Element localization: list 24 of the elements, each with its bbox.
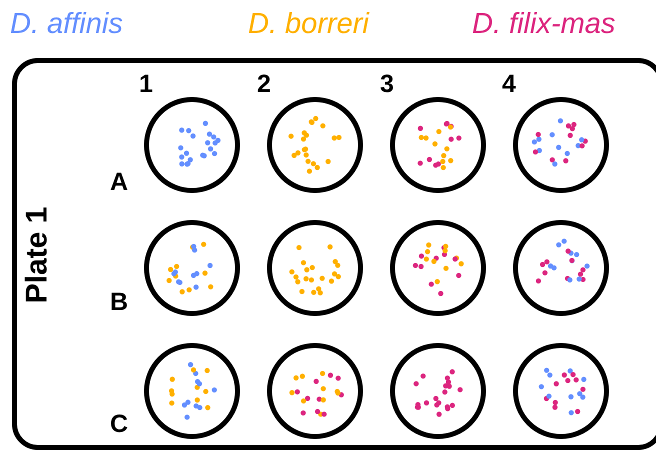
well-circle — [267, 343, 363, 439]
well-circle — [144, 220, 240, 316]
legend-text: D. filix-mas — [472, 10, 616, 39]
plate-outline — [12, 58, 656, 450]
row-letter: A — [110, 170, 128, 195]
well-circle — [267, 97, 363, 193]
column-number: 3 — [380, 72, 394, 97]
plate-label: Plate 1 — [22, 206, 52, 304]
legend-text: D. borreri — [248, 10, 369, 39]
row-letter: B — [110, 290, 128, 315]
well-circle — [513, 97, 609, 193]
well-circle — [144, 97, 240, 193]
column-number: 2 — [257, 72, 271, 97]
well-circle — [390, 343, 486, 439]
well-circle — [267, 220, 363, 316]
row-letter: C — [110, 412, 128, 437]
well-circle — [513, 343, 609, 439]
column-number: 1 — [139, 72, 153, 97]
well-circle — [390, 220, 486, 316]
column-number: 4 — [502, 72, 516, 97]
well-circle — [513, 220, 609, 316]
well-circle — [390, 97, 486, 193]
well-circle — [144, 343, 240, 439]
legend-text: D. affinis — [10, 10, 123, 39]
